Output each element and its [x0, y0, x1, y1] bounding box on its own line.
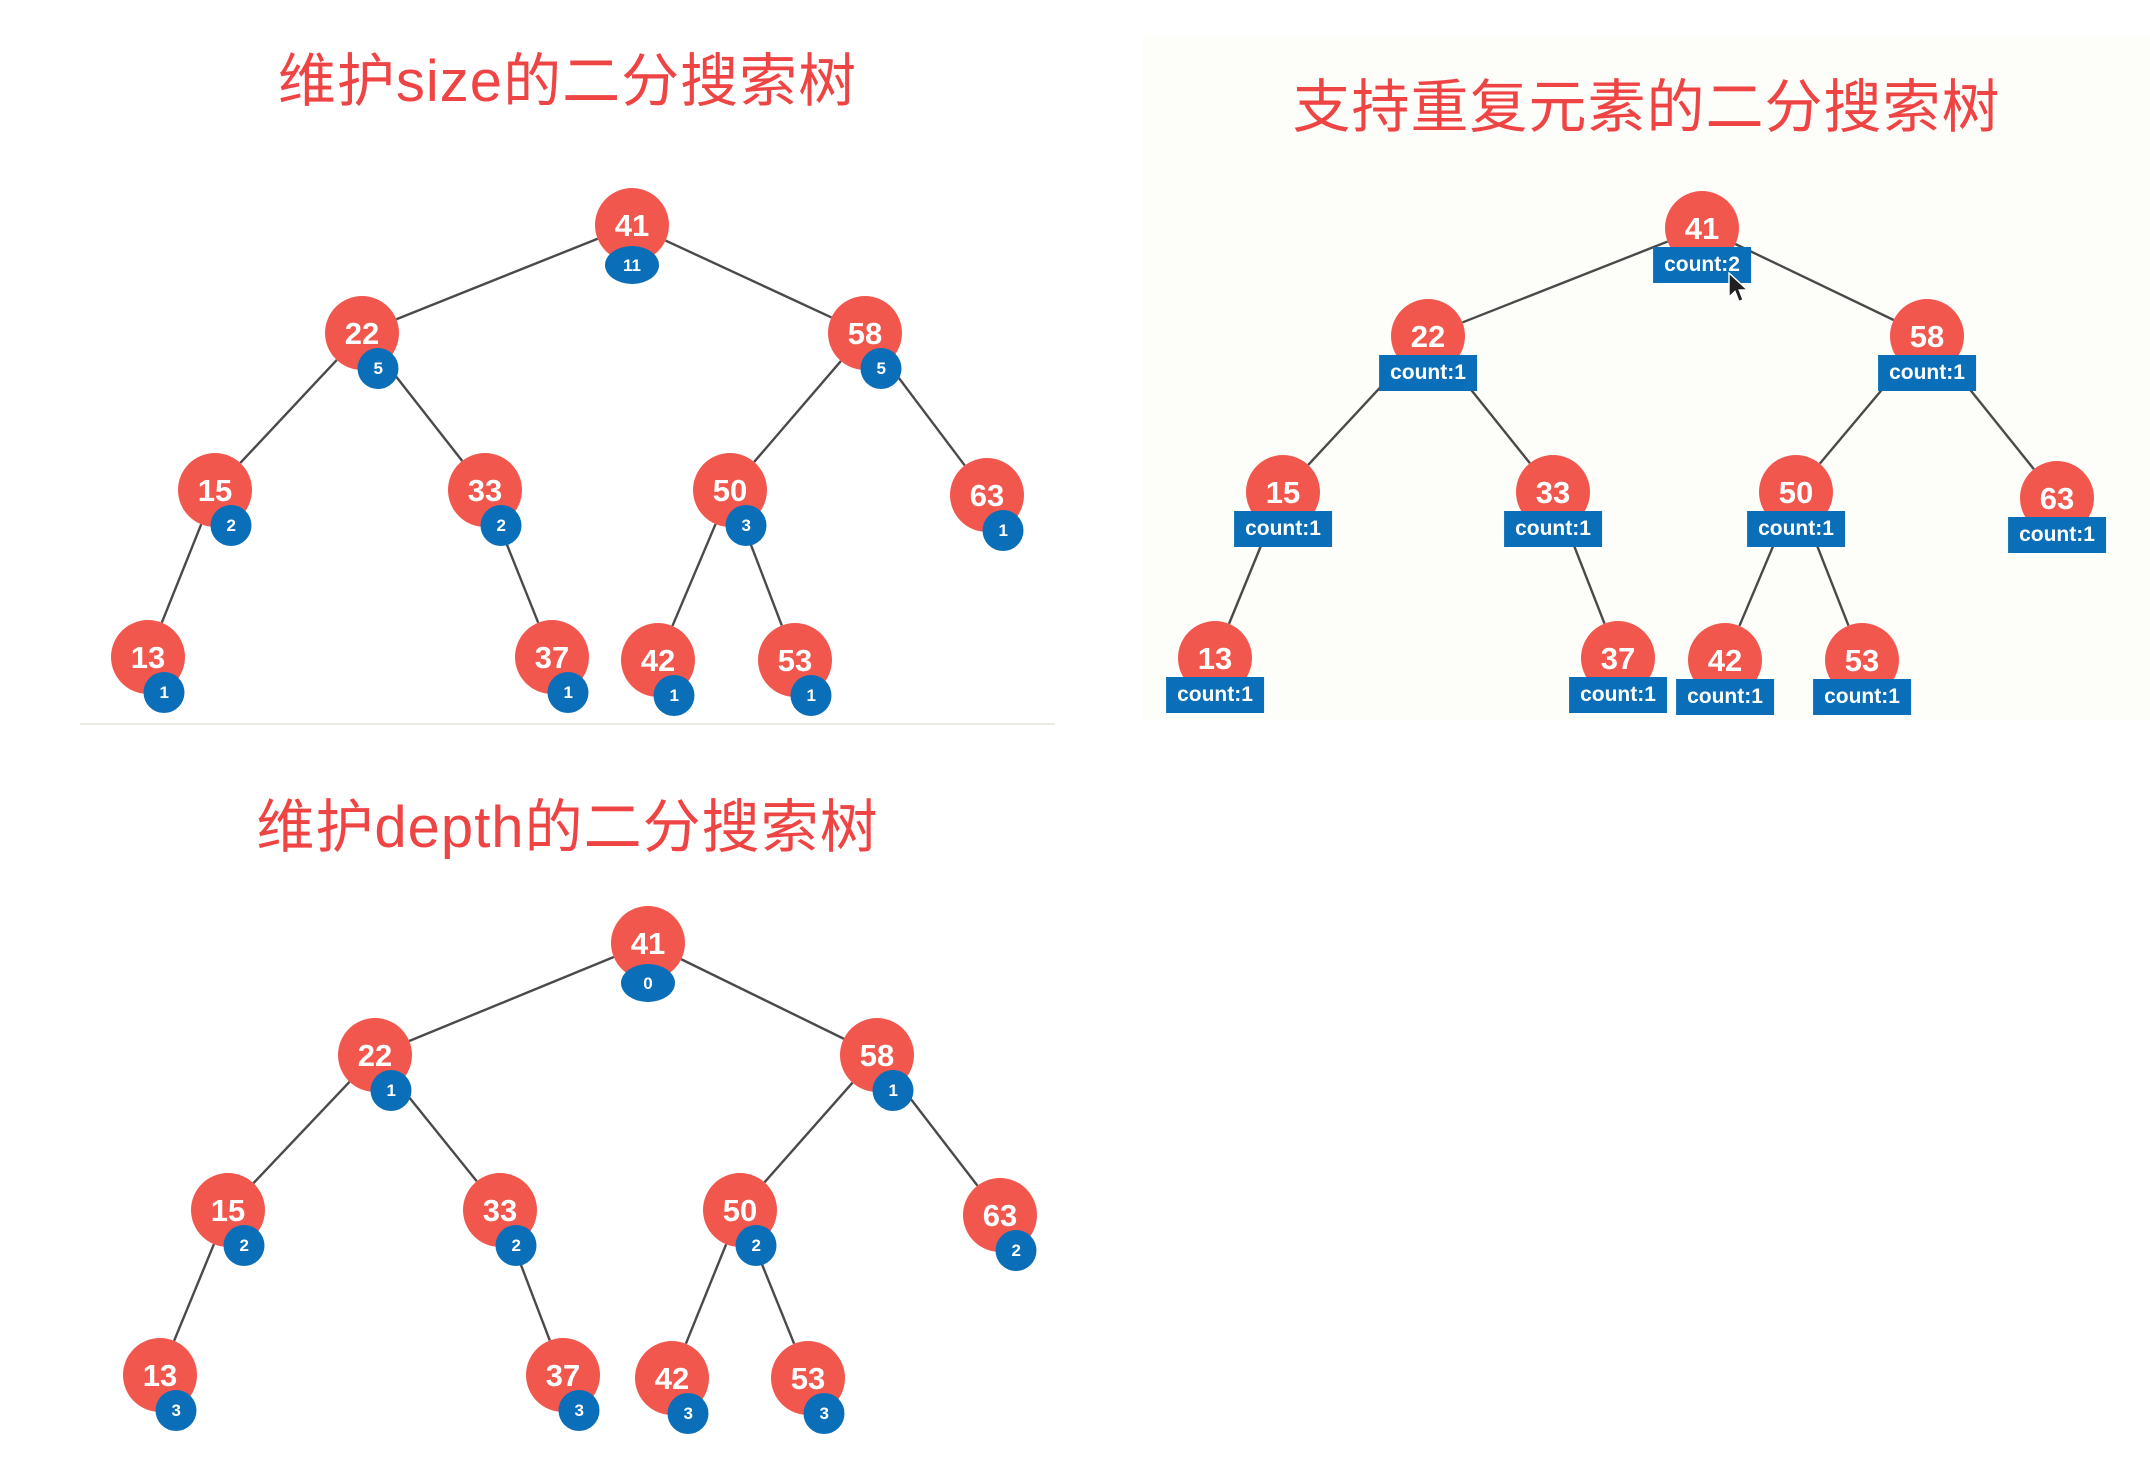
- node-count-badge: count:2: [1653, 247, 1751, 283]
- size-tree-title: 维护size的二分搜索树: [277, 49, 858, 114]
- node-metric-badge: 2: [210, 505, 252, 546]
- node-metric-badge: 2: [995, 1230, 1037, 1271]
- node-metric-badge: 1: [982, 510, 1024, 551]
- node-metric-badge: 3: [803, 1393, 845, 1434]
- panel-duplicate-tree: 支持重复元素的二分搜索树: [1143, 35, 2150, 720]
- node-count-badge: count:1: [1878, 355, 1976, 391]
- node-metric-badge: 3: [558, 1390, 600, 1431]
- node-count-badge: count:1: [2008, 517, 2106, 553]
- node-metric-badge: 5: [860, 348, 902, 389]
- node-metric-badge: 1: [790, 675, 832, 716]
- node-metric-badge: 3: [155, 1390, 197, 1431]
- node-metric-badge: 2: [223, 1225, 265, 1266]
- node-metric-badge: 1: [547, 672, 589, 713]
- node-count-badge: count:1: [1166, 677, 1264, 713]
- node-metric-badge: 1: [143, 672, 185, 713]
- node-metric-badge: 11: [605, 246, 659, 284]
- node-metric-badge: 3: [667, 1393, 709, 1434]
- node-metric-badge: 1: [653, 675, 695, 716]
- node-metric-badge: 5: [357, 348, 399, 389]
- node-count-badge: count:1: [1676, 679, 1774, 715]
- duplicate-tree-title: 支持重复元素的二分搜索树: [1292, 75, 2001, 140]
- node-metric-badge: 3: [725, 505, 767, 546]
- node-count-badge: count:1: [1504, 511, 1602, 547]
- node-value: 41: [595, 188, 669, 262]
- node-count-badge: count:1: [1569, 677, 1667, 713]
- node-count-badge: count:1: [1747, 511, 1845, 547]
- depth-tree-title: 维护depth的二分搜索树: [256, 795, 879, 860]
- node-metric-badge: 1: [872, 1070, 914, 1111]
- node-metric-badge: 1: [370, 1070, 412, 1111]
- node-metric-badge: 2: [735, 1225, 777, 1266]
- node-count-badge: count:1: [1379, 355, 1477, 391]
- node-metric-badge: 2: [495, 1225, 537, 1266]
- node-metric-badge: 0: [621, 964, 675, 1002]
- node-count-badge: count:1: [1234, 511, 1332, 547]
- node-count-badge: count:1: [1813, 679, 1911, 715]
- node-metric-badge: 2: [480, 505, 522, 546]
